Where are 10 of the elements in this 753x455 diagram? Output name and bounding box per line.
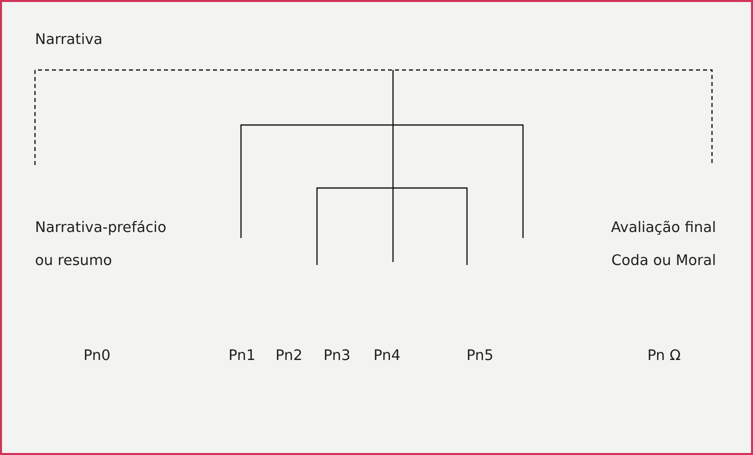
text-label: Pn2 bbox=[276, 347, 302, 366]
text-label: Pn5 bbox=[466, 347, 494, 366]
text-label: Pn4 bbox=[374, 347, 400, 366]
text-label: Pn3 bbox=[324, 347, 350, 366]
text-label: Narrativa bbox=[35, 31, 102, 50]
text-label: Pn Ω bbox=[647, 347, 681, 366]
text-label: Pn1 bbox=[228, 347, 256, 366]
text-label: Narrativa-prefácio ou resumo bbox=[35, 219, 168, 271]
text-label: Pn0 bbox=[84, 347, 110, 366]
text-label: Avaliação final Coda ou Moral bbox=[610, 219, 716, 271]
